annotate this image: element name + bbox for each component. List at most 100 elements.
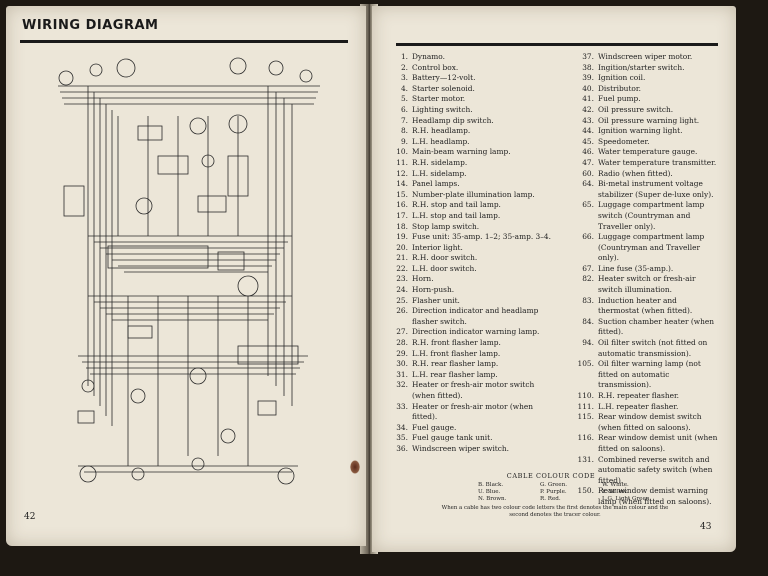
legend-entry: 26.Direction indicator and headlamp flas… <box>386 306 556 327</box>
legend-entry: 8.R.H. headlamp. <box>386 126 556 137</box>
legend-entry-text: Induction heater and thermostat (when fi… <box>598 295 693 316</box>
legend-entry-text: R.H. front flasher lamp. <box>412 338 501 348</box>
legend-entry-text: Suction chamber heater (when fitted). <box>598 316 715 337</box>
legend-entry-number: 6. <box>400 104 408 114</box>
cable-code-cell: W. White. <box>602 482 629 488</box>
legend-entry: 46.Water temperature gauge. <box>572 147 720 158</box>
legend-entry-text: Oil filter warning lamp (not fitted on a… <box>598 359 701 390</box>
legend-entry-number: 32. <box>396 380 408 390</box>
legend-entry: 38.Ingition/starter switch. <box>572 63 720 74</box>
legend-entry-number: 94. <box>582 338 594 348</box>
legend-entry-number: 111. <box>577 401 594 411</box>
legend-entry-text: Fuel pump. <box>598 94 641 104</box>
legend-entry-text: Luggage compartment lamp switch (Country… <box>598 200 705 231</box>
legend-entry: 14.Panel lamps. <box>386 179 556 190</box>
legend-entry: 64. Bi-metal instrument voltage stabilize… <box>572 179 720 200</box>
legend-entry-text: Line fuse (35-amp.). <box>598 263 674 273</box>
legend-entry-text: Ignition warning light. <box>598 126 683 136</box>
legend-entry-number: 65. <box>582 200 594 210</box>
legend-entry-text: L.H. rear flasher lamp. <box>412 369 498 379</box>
legend-entry-number: 11. <box>396 157 408 167</box>
legend-entry-number: 131. <box>577 454 594 464</box>
legend-entry-text: Lighting switch. <box>412 104 473 114</box>
legend-entry-text: Water temperature transmitter. <box>598 157 717 167</box>
legend-entry: 2.Control box. <box>386 63 556 74</box>
legend-entry-number: 84. <box>582 316 594 326</box>
legend-entry-number: 43. <box>582 115 594 125</box>
legend-entry-text: Interior light. <box>412 242 463 252</box>
legend-entry-text: Direction indicator and headlamp flasher… <box>412 306 539 326</box>
cable-code-cell: U. Blue. <box>478 489 501 496</box>
legend-entry: 111.L.H. repeater flasher. <box>572 402 720 413</box>
cable-code-cell: G. Green. <box>540 482 567 488</box>
legend-entry: 18.Stop lamp switch. <box>386 222 556 233</box>
cable-colour-note: When a cable has two colour code letters… <box>441 505 669 518</box>
legend-entry-number: 64. <box>582 179 594 189</box>
legend-entry-text: Rear window demist warning lamp (when fi… <box>598 486 712 506</box>
legend-entry-text: Ingition/starter switch. <box>598 62 685 72</box>
legend-entry-number: 31. <box>396 369 408 379</box>
legend-entry-number: 27. <box>396 327 408 337</box>
legend-entry-text: L.H. sidelamp. <box>412 168 467 178</box>
legend-entry-number: 34. <box>396 422 408 432</box>
wiring-diagram <box>58 57 320 485</box>
legend-entry-text: Direction indicator warning lamp. <box>412 327 540 337</box>
legend-entry-text: Oil pressure switch. <box>598 104 674 114</box>
legend-entry: 67. Line fuse (35-amp.). <box>572 264 720 275</box>
legend-entry-number: 105. <box>577 359 594 369</box>
legend-entry-number: 18. <box>396 221 408 231</box>
legend-entry-text: Heater or fresh-air motor switch (when f… <box>412 380 535 400</box>
legend-entry-text: R.H. door switch. <box>412 253 478 263</box>
legend-entry-number: 19. <box>396 232 408 242</box>
legend-entry: 21.R.H. door switch. <box>386 253 556 264</box>
legend-entry-text: Water temperature gauge. <box>598 147 698 157</box>
legend-entry: 28.R.H. front flasher lamp. <box>386 338 556 349</box>
legend-entry-number: 67. <box>582 263 594 273</box>
cable-code-cell: L.G. Light Green. <box>602 496 652 503</box>
legend-entry: 82.Heater switch or fresh-air switch ill… <box>572 274 720 295</box>
legend-entry-number: 9. <box>400 136 408 146</box>
legend-entry-text: Number-plate illumination lamp. <box>412 189 535 199</box>
legend-entry-number: 150. <box>577 486 594 496</box>
legend-entry: 12.L.H. sidelamp. <box>386 169 556 180</box>
legend-entry-number: 5. <box>400 94 408 104</box>
legend-entry-text: Bi-metal instrument voltage stabilizer (… <box>598 179 714 199</box>
legend-entry-text: Ignition coil. <box>598 73 646 83</box>
page-number-right: 43 <box>700 522 712 532</box>
legend-entry-text: Distributor. <box>598 83 641 93</box>
legend-entry-text: Luggage compartment lamp (Countryman and… <box>598 232 705 263</box>
cable-code-row: N. Brown.R. Red.L.G. Light Green. <box>478 496 664 503</box>
legend-entry-number: 83. <box>582 295 594 305</box>
legend-column-2: 37.Windscreen wiper motor.38.Ingition/st… <box>572 52 720 508</box>
legend-entry-text: R.H. rear flasher lamp. <box>412 359 499 369</box>
legend-entry-text: L.H. stop and tail lamp. <box>412 210 501 220</box>
legend-entry-text: Windscreen wiper motor. <box>598 52 693 61</box>
legend-entry-text: Combined reverse switch and automatic sa… <box>598 454 713 485</box>
legend-entry-number: 33. <box>396 401 408 411</box>
legend-entry-number: 25. <box>396 295 408 305</box>
legend-entry-number: 17. <box>396 210 408 220</box>
legend-entry-number: 20. <box>396 242 408 252</box>
legend-entry: 27. Direction indicator warning lamp. <box>386 327 556 338</box>
legend-entry-text: Heater switch or fresh-air switch illumi… <box>598 274 696 295</box>
legend-entry: 23.Horn. <box>386 274 556 285</box>
legend-entry-text: R.H. repeater flasher. <box>598 391 680 400</box>
legend-entry: 45.Speedometer. <box>572 137 720 148</box>
legend-entry: 29.L.H. front flasher lamp. <box>386 349 556 360</box>
legend-entry: 60.Radio (when fitted). <box>572 169 720 180</box>
legend-rule <box>396 43 718 46</box>
legend-entry-text: Headlamp dip switch. <box>412 115 494 125</box>
legend-entry-text: Rear window demist switch (when fitted o… <box>598 412 702 432</box>
cable-code-row: U. Blue.P. Purple.Y. Yellow. <box>478 489 664 496</box>
legend-entry-text: Panel lamps. <box>412 179 460 189</box>
legend-entry-number: 15. <box>396 189 408 199</box>
legend-entry: 3.Battery—12-volt. <box>386 73 556 84</box>
paper-stain <box>350 460 360 474</box>
legend-entry-number: 42. <box>582 104 594 114</box>
legend-entry-text: R.H. headlamp. <box>412 126 471 136</box>
legend-entry: 43.Oil pressure warning light. <box>572 116 720 127</box>
legend-entry-number: 40. <box>582 83 594 93</box>
legend-entry-text: Windscreen wiper switch. <box>412 443 510 453</box>
cable-code-cell: Y. Yellow. <box>602 489 628 496</box>
legend-entry: 66.Luggage compartment lamp (Countryman … <box>572 232 720 264</box>
